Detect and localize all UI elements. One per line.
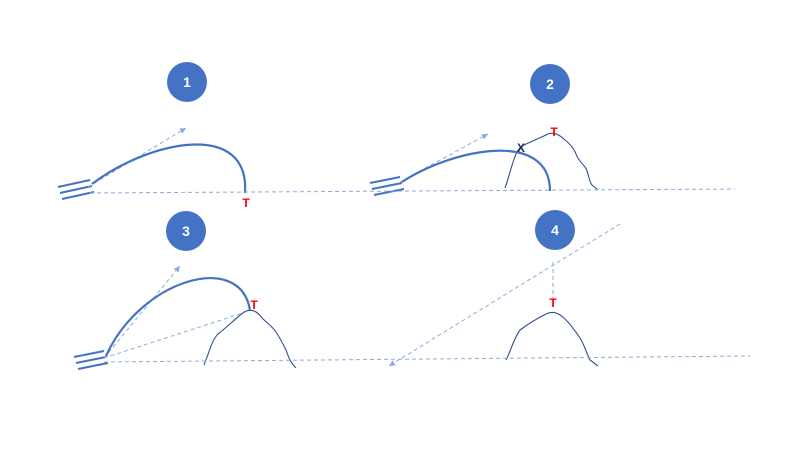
panel-1: 1 T xyxy=(57,62,250,210)
panel-3-badge-circle xyxy=(166,211,206,251)
upper-ground-line xyxy=(89,188,736,194)
panel-4-badge-circle xyxy=(535,210,575,250)
panel-2-number: 2 xyxy=(546,76,554,92)
panel-2: 2 X T xyxy=(369,64,599,196)
panel-3-trajectory xyxy=(104,277,252,357)
lower-ground-line xyxy=(103,355,751,363)
panel-3-target-label: T xyxy=(250,298,258,312)
panel-3: 3 T xyxy=(73,211,297,370)
panel-3-aim-arrow xyxy=(103,265,181,359)
panel-1-trajectory xyxy=(91,143,247,194)
panel-3-sight-line xyxy=(103,311,247,359)
panel-2-target-label: T xyxy=(550,125,558,139)
panel-2-badge-circle xyxy=(530,64,570,104)
panel-3-hill-outline xyxy=(203,309,297,369)
panel-1-badge: 1 xyxy=(167,62,207,102)
panel-4-badge: 4 xyxy=(535,210,575,250)
panel-3-gun-icon xyxy=(73,350,109,370)
panel-2-badge: 2 xyxy=(530,64,570,104)
panel-2-hill-outline xyxy=(504,132,599,191)
panel-1-target-label: T xyxy=(242,196,250,210)
panel-2-trajectory xyxy=(401,149,552,192)
panel-2-cross-label: X xyxy=(517,141,525,155)
panel-4-number: 4 xyxy=(551,222,559,238)
panel-4-hill-outline xyxy=(505,311,599,367)
panel-4-incoming-arrow xyxy=(388,223,621,367)
panel-1-gun-icon xyxy=(57,179,95,200)
panel-1-number: 1 xyxy=(183,74,191,90)
panel-3-number: 3 xyxy=(182,223,190,239)
panel-4-target-label: T xyxy=(549,296,557,310)
panel-3-badge: 3 xyxy=(166,211,206,251)
panel-2-gun-icon xyxy=(369,176,405,196)
panel-1-badge-circle xyxy=(167,62,207,102)
panel-4: 4 T xyxy=(388,210,621,367)
